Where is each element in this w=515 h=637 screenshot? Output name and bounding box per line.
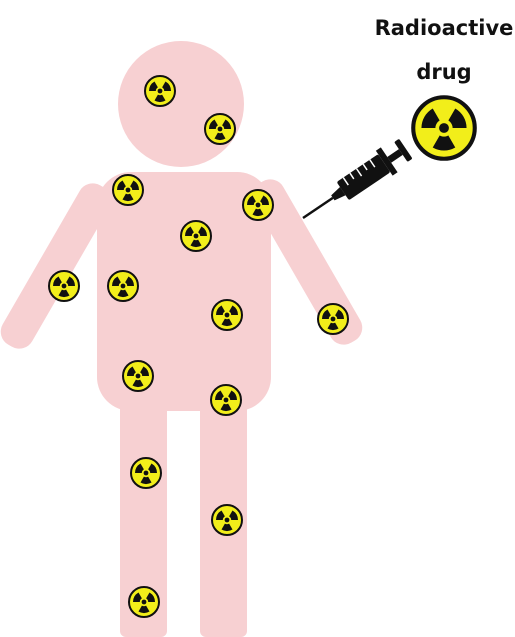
radiation-icon [123, 361, 153, 391]
radiation-icon [243, 190, 273, 220]
radiation-icon [181, 221, 211, 251]
radiation-symbol-large [413, 97, 475, 159]
radiation-icon [318, 304, 348, 334]
radiation-icon [131, 458, 161, 488]
radiation-icon [205, 114, 235, 144]
radiation-icon [413, 97, 475, 159]
label-line-1: Radioactive [375, 16, 514, 40]
radiation-icon [49, 271, 79, 301]
radiation-icon [129, 587, 159, 617]
head [118, 41, 244, 167]
radiation-icon [212, 300, 242, 330]
radiation-icon [108, 271, 138, 301]
label-line-2: drug [416, 60, 471, 84]
radiation-icon [113, 175, 143, 205]
radiation-icon [211, 385, 241, 415]
radiation-icon [145, 76, 175, 106]
syringe-icon [295, 136, 415, 230]
human-body [0, 41, 368, 637]
radiation-icon [212, 505, 242, 535]
